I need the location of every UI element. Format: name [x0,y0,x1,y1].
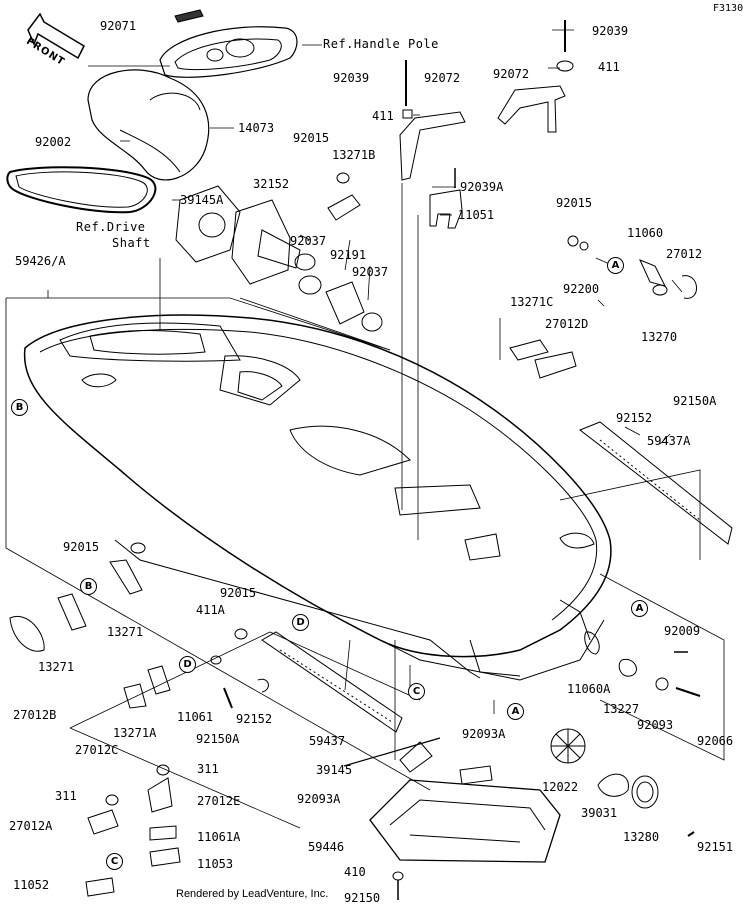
part-label: 13270 [641,330,678,344]
part-label: 92152 [616,411,653,425]
brackets-top [327,20,574,229]
part-label: 92037 [290,234,327,248]
part-label: 39145A [180,193,224,207]
part-label: 92002 [35,135,72,149]
part-label: 27012C [75,743,119,757]
part-label: 92150A [673,394,717,408]
seat-cover [87,69,210,181]
part-label: 311 [197,762,219,776]
part-label: 11060 [627,226,664,240]
part-label: 411 [372,109,394,123]
part-label: 13271A [113,726,157,740]
part-label: 32152 [253,177,290,191]
bottom-left-parts [85,764,404,900]
callout-d: D [179,656,196,673]
part-label: 92009 [664,624,701,638]
left-small-parts [9,542,269,709]
part-label: 92151 [697,840,734,854]
part-label: 92200 [563,282,600,296]
part-label: 92150A [196,732,240,746]
part-label: 92037 [352,265,389,279]
part-label: 27012D [545,317,589,331]
intake-grate [343,737,561,863]
part-label: 27012 [666,247,703,261]
ref-handle-pole: Ref.Handle Pole [323,37,439,51]
part-label: 92039 [333,71,370,85]
part-label: 92093A [297,792,341,806]
part-label: 27012E [197,794,241,808]
part-label: 92191 [330,248,367,262]
part-label: 13271C [510,295,554,309]
part-label: 92093A [462,727,506,741]
part-label: 11053 [197,857,234,871]
ref-drive-shaft-2: Shaft [112,236,151,250]
part-label: 92072 [424,71,461,85]
part-label: 14073 [238,121,275,135]
part-label: 92015 [556,196,593,210]
part-label: 92150 [344,891,381,905]
callout-b: B [11,399,28,416]
part-label: 92015 [220,586,257,600]
part-label: 92066 [697,734,734,748]
part-label: 12022 [542,780,579,794]
part-label: 92072 [493,67,530,81]
right-small-parts [509,235,697,379]
part-label: 59446 [308,840,345,854]
part-label: 13227 [603,702,640,716]
drive-shaft-housing [175,185,316,285]
callout-c: C [106,853,123,870]
footer-credit: Rendered by LeadVenture, Inc. [176,888,329,900]
part-label: 11060A [567,682,611,696]
callout-d: D [292,614,309,631]
part-label: 311 [55,789,77,803]
callout-a: A [507,703,524,720]
callout-b: B [80,578,97,595]
part-label: 27012A [9,819,53,833]
hose-and-clamps [298,275,383,332]
part-label: 13271B [332,148,376,162]
part-label: 92071 [100,19,137,33]
part-label: 27012B [13,708,57,722]
part-label: 13271 [38,660,75,674]
part-label: 13271 [107,625,144,639]
part-label: 59426/A [15,254,66,268]
part-label: 92039A [460,180,504,194]
part-label: 11061A [197,830,241,844]
part-label: 92039 [592,24,629,38]
handle-pole-cover [159,9,298,78]
callout-a: A [631,600,648,617]
callout-c: C [408,683,425,700]
lower-right-parts [550,631,701,837]
part-label: 92093 [637,718,674,732]
leader-lines [5,29,725,829]
part-label: 39031 [581,806,618,820]
part-label: 92015 [63,540,100,554]
ref-drive-shaft-1: Ref.Drive [76,220,146,234]
part-label: 11052 [13,878,50,892]
part-label: 411A [196,603,225,617]
part-label: 59437A [647,434,691,448]
part-label: 59437 [309,734,346,748]
page-code: F3130 [713,3,744,14]
part-label: 410 [344,865,366,879]
part-label: 13280 [623,830,660,844]
part-label: 11061 [177,710,214,724]
front-arrow-icon [27,12,85,60]
part-label: 39145 [316,763,353,777]
side-rail-right [579,421,733,545]
part-label: 92015 [293,131,330,145]
part-label: 11051 [458,208,495,222]
side-rail-left [261,631,403,733]
gasket-ring [6,166,157,214]
part-label: 92152 [236,712,273,726]
hull-body [23,314,612,681]
callout-a: A [607,257,624,274]
part-label: 411 [598,60,620,74]
